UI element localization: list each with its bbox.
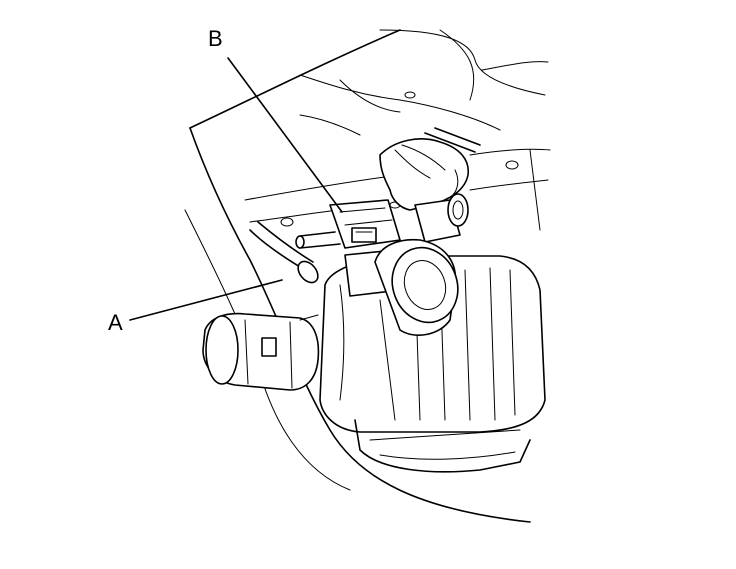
callout-label-a: A (108, 310, 123, 335)
hose-a (249, 221, 319, 284)
body-panel-outline (184, 29, 551, 523)
mounting-bracket (354, 419, 531, 473)
leader-line-b (227, 57, 343, 213)
lower-connector (202, 312, 320, 391)
connector-b (295, 193, 469, 249)
callout-label-b: B (208, 26, 223, 51)
canister-body (319, 238, 546, 433)
leader-line-a (129, 279, 283, 321)
